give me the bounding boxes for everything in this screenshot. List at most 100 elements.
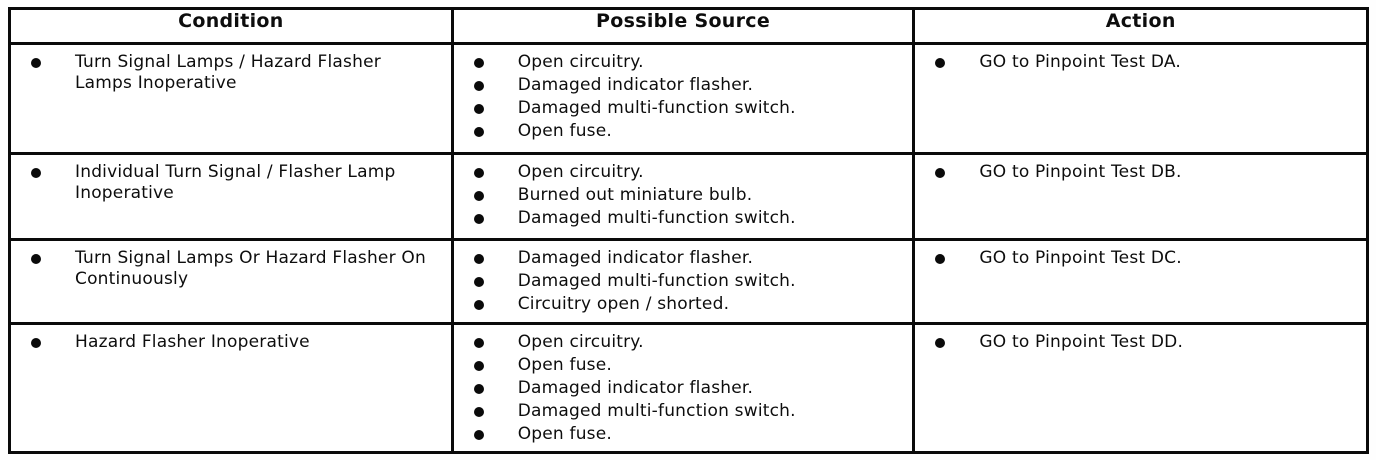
cell-text: Open fuse. — [517, 121, 612, 141]
cell-text: Burned out miniature bulb. — [517, 185, 753, 205]
table-row: Individual Turn Signal / Flasher Lamp In… — [8, 152, 1369, 241]
source-list: Damaged indicator flasher. Damaged multi-… — [454, 241, 913, 321]
cell-text: Individual Turn Signal / Flasher Lamp In… — [75, 162, 396, 203]
bullet-icon — [935, 58, 946, 68]
bullet-icon — [473, 361, 484, 371]
cell-text: Damaged multi-function switch. — [517, 271, 796, 291]
cell-text: GO to Pinpoint Test DD. — [979, 332, 1184, 352]
bullet-item: GO to Pinpoint Test DD. — [929, 332, 1358, 353]
bullet-item: Individual Turn Signal / Flasher Lamp In… — [25, 162, 443, 204]
cell-text: Damaged indicator flasher. — [517, 248, 754, 268]
condition-cell: Turn Signal Lamps Or Hazard Flasher On C… — [8, 238, 454, 325]
bullet-item: Damaged indicator flasher. — [468, 75, 905, 96]
condition-list: Individual Turn Signal / Flasher Lamp In… — [11, 155, 451, 210]
bullet-icon — [473, 407, 484, 417]
cell-text: Damaged multi-function switch. — [517, 208, 796, 228]
cell-text: Open fuse. — [517, 355, 612, 375]
bullet-icon — [473, 300, 484, 310]
bullet-icon — [935, 254, 946, 264]
bullet-item: Circuitry open / shorted. — [468, 294, 905, 315]
bullet-icon — [473, 338, 484, 348]
cell-text: GO to Pinpoint Test DB. — [979, 162, 1182, 182]
action-cell: GO to Pinpoint Test DC. — [912, 238, 1369, 325]
bullet-item: Damaged multi-function switch. — [468, 401, 905, 422]
cell-text: Open circuitry. — [517, 52, 644, 72]
bullet-item: Open circuitry. — [468, 332, 905, 353]
cell-text: Open fuse. — [517, 424, 612, 444]
bullet-item: Open circuitry. — [468, 52, 905, 73]
source-list: Open circuitry. Damaged indicator flasher… — [454, 45, 913, 148]
cell-text: Open circuitry. — [517, 332, 644, 352]
bullet-item: Open fuse. — [468, 424, 905, 445]
table-header: Condition Possible Source Action — [8, 7, 1369, 45]
condition-cell: Individual Turn Signal / Flasher Lamp In… — [8, 152, 454, 241]
table-body: Turn Signal Lamps / Hazard Flasher Lamps… — [8, 42, 1369, 454]
bullet-item: Damaged multi-function switch. — [468, 208, 905, 229]
possible-source-cell: Damaged indicator flasher. Damaged multi-… — [450, 238, 916, 325]
action-list: GO to Pinpoint Test DD. — [915, 325, 1366, 359]
cell-text: Damaged multi-function switch. — [517, 401, 796, 421]
bullet-icon — [473, 58, 484, 68]
bullet-item: Damaged indicator flasher. — [468, 248, 905, 269]
bullet-item: Burned out miniature bulb. — [468, 185, 905, 206]
bullet-item: Damaged multi-function switch. — [468, 98, 905, 119]
cell-text: Damaged indicator flasher. — [517, 378, 754, 398]
bullet-item: GO to Pinpoint Test DC. — [929, 248, 1358, 269]
condition-cell: Turn Signal Lamps / Hazard Flasher Lamps… — [8, 42, 454, 155]
bullet-icon — [31, 254, 41, 264]
bullet-icon — [473, 430, 484, 440]
column-header-condition: Condition — [8, 7, 454, 45]
bullet-icon — [935, 168, 946, 178]
bullet-icon — [473, 81, 484, 91]
action-list: GO to Pinpoint Test DC. — [915, 241, 1366, 275]
bullet-icon — [31, 168, 41, 178]
column-header-possible-source: Possible Source — [450, 7, 916, 45]
column-header-action: Action — [912, 7, 1369, 45]
action-cell: GO to Pinpoint Test DD. — [912, 322, 1369, 454]
bullet-item: Open fuse. — [468, 121, 905, 142]
cell-text: Hazard Flasher Inoperative — [75, 332, 310, 352]
cell-text: Turn Signal Lamps Or Hazard Flasher On C… — [75, 248, 426, 289]
bullet-item: Open circuitry. — [468, 162, 905, 183]
action-cell: GO to Pinpoint Test DB. — [912, 152, 1369, 241]
action-list: GO to Pinpoint Test DA. — [915, 45, 1366, 79]
bullet-icon — [935, 338, 946, 348]
condition-list: Turn Signal Lamps / Hazard Flasher Lamps… — [11, 45, 451, 100]
bullet-icon — [31, 58, 41, 68]
condition-list: Turn Signal Lamps Or Hazard Flasher On C… — [11, 241, 451, 296]
bullet-icon — [473, 127, 484, 137]
table-row: Turn Signal Lamps / Hazard Flasher Lamps… — [8, 42, 1369, 155]
header-row: Condition Possible Source Action — [8, 7, 1369, 45]
condition-list: Hazard Flasher Inoperative — [11, 325, 451, 359]
bullet-icon — [31, 338, 41, 348]
cell-text: GO to Pinpoint Test DA. — [979, 52, 1181, 72]
cell-text: Circuitry open / shorted. — [517, 294, 730, 314]
cell-text: Open circuitry. — [517, 162, 644, 182]
bullet-item: Hazard Flasher Inoperative — [25, 332, 443, 353]
bullet-item: Open fuse. — [468, 355, 905, 376]
condition-cell: Hazard Flasher Inoperative — [8, 322, 454, 454]
diagnosis-table: Condition Possible Source Action Turn Si… — [8, 7, 1369, 454]
bullet-icon — [473, 214, 484, 224]
bullet-item: Turn Signal Lamps / Hazard Flasher Lamps… — [25, 52, 443, 94]
bullet-icon — [473, 384, 484, 394]
possible-source-cell: Open circuitry. Burned out miniature bulb… — [450, 152, 916, 241]
cell-text: Damaged multi-function switch. — [517, 98, 796, 118]
bullet-item: Damaged multi-function switch. — [468, 271, 905, 292]
table-row: Hazard Flasher Inoperative Open circuitr… — [8, 322, 1369, 454]
cell-text: GO to Pinpoint Test DC. — [979, 248, 1182, 268]
source-list: Open circuitry. Burned out miniature bulb… — [454, 155, 913, 235]
bullet-icon — [473, 254, 484, 264]
table-row: Turn Signal Lamps Or Hazard Flasher On C… — [8, 238, 1369, 325]
bullet-item: GO to Pinpoint Test DA. — [929, 52, 1358, 73]
bullet-item: Turn Signal Lamps Or Hazard Flasher On C… — [25, 248, 443, 290]
source-list: Open circuitry. Open fuse. Damaged indicat… — [454, 325, 913, 451]
possible-source-cell: Open circuitry. Damaged indicator flasher… — [450, 42, 916, 155]
bullet-item: GO to Pinpoint Test DB. — [929, 162, 1358, 183]
bullet-icon — [473, 104, 484, 114]
bullet-icon — [473, 277, 484, 287]
cell-text: Damaged indicator flasher. — [517, 75, 754, 95]
bullet-icon — [473, 191, 484, 201]
bullet-icon — [473, 168, 484, 178]
